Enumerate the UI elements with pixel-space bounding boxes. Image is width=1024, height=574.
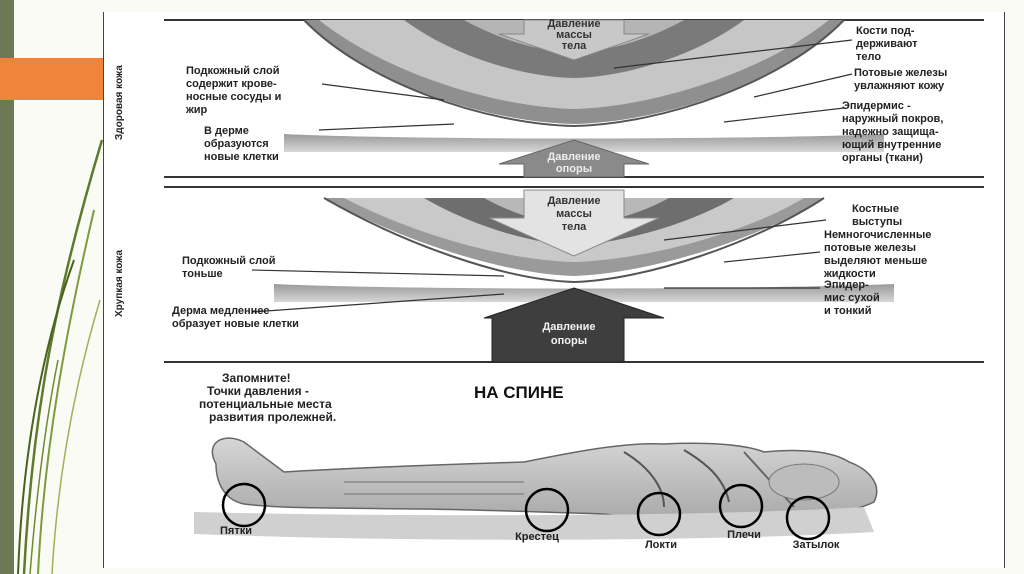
pressure-point-occiput — [785, 495, 831, 541]
label-slow-dermis: Дерма медленнее образует новые клетки — [172, 305, 299, 330]
arrow-label-line: опоры — [556, 163, 592, 175]
left-decor-band — [0, 0, 14, 574]
fragile-skin-panel: Хрупкая кожа Давление массы тела Давлени… — [114, 186, 984, 363]
arrow-label-line: тела — [562, 40, 587, 52]
reminder-note: Запомните! Точки давления - потенциальны… — [199, 371, 336, 424]
arrow-label-line: Давление — [542, 321, 595, 333]
position-title: НА СПИНЕ — [474, 383, 564, 402]
label-dermis: В дерме образуются новые клетки — [204, 125, 279, 163]
label-sacrum: Крестец — [515, 531, 559, 543]
pressure-point-elbows — [636, 491, 682, 537]
arrow-label-line: массы — [556, 208, 592, 220]
healthy-skin-panel: Здоровая кожа Давление массы тела Давлен… — [114, 18, 984, 178]
arrow-label-line: тела — [562, 221, 587, 233]
label-bony-prominences: Костные выступы — [852, 203, 902, 228]
bed-surface — [194, 507, 874, 540]
healthy-body-pressure-arrow — [498, 19, 650, 61]
arrow-label-line: Давление — [547, 18, 600, 30]
arrow-label-line: Давление — [547, 151, 600, 163]
healthy-skin-side-label: Здоровая кожа — [114, 65, 125, 140]
accent-tab — [0, 58, 104, 100]
arrow-label-line: опоры — [551, 335, 587, 347]
pressure-point-sacrum — [524, 487, 570, 533]
label-thinner-subcutaneous: Подкожный слой тоньше — [182, 255, 279, 280]
pressure-point-heels — [221, 482, 267, 528]
figure-canvas: Здоровая кожа Давление массы тела Давлен… — [114, 18, 984, 551]
lying-body-silhouette — [211, 437, 878, 521]
label-elbows: Локти — [645, 539, 677, 551]
supine-position-panel: Запомните! Точки давления - потенциальны… — [194, 371, 878, 551]
label-epidermis: Эпидермис - наружный покров, надежно защ… — [842, 100, 946, 164]
fragile-support-pressure-arrow — [483, 287, 665, 363]
label-heels: Пятки — [220, 525, 252, 537]
arrow-label-line: массы — [556, 29, 592, 41]
healthy-support-pressure-arrow — [498, 139, 650, 178]
label-sweat-glands: Потовые железы увлажняют кожу — [854, 67, 950, 92]
label-bones: Кости под- держивают тело — [856, 25, 921, 63]
label-few-sweat-glands: Немногочисленные потовые железы выделяют… — [823, 229, 934, 280]
arrow-label-line: Давление — [547, 195, 600, 207]
label-shoulders: Плечи — [727, 529, 761, 541]
fragile-skin-side-label: Хрупкая кожа — [114, 250, 125, 317]
grass-decoration — [17, 139, 104, 574]
pressure-ulcer-figure: Здоровая кожа Давление массы тела Давлен… — [103, 12, 1005, 568]
pressure-point-shoulders — [718, 483, 764, 529]
label-dry-epidermis: Эпидер- мис сухой и тонкий — [824, 279, 883, 317]
label-occiput: Затылок — [793, 539, 840, 551]
label-subcutaneous-layer: Подкожный слой содержит крове- носные со… — [185, 65, 284, 116]
fragile-body-pressure-arrow — [488, 189, 660, 257]
